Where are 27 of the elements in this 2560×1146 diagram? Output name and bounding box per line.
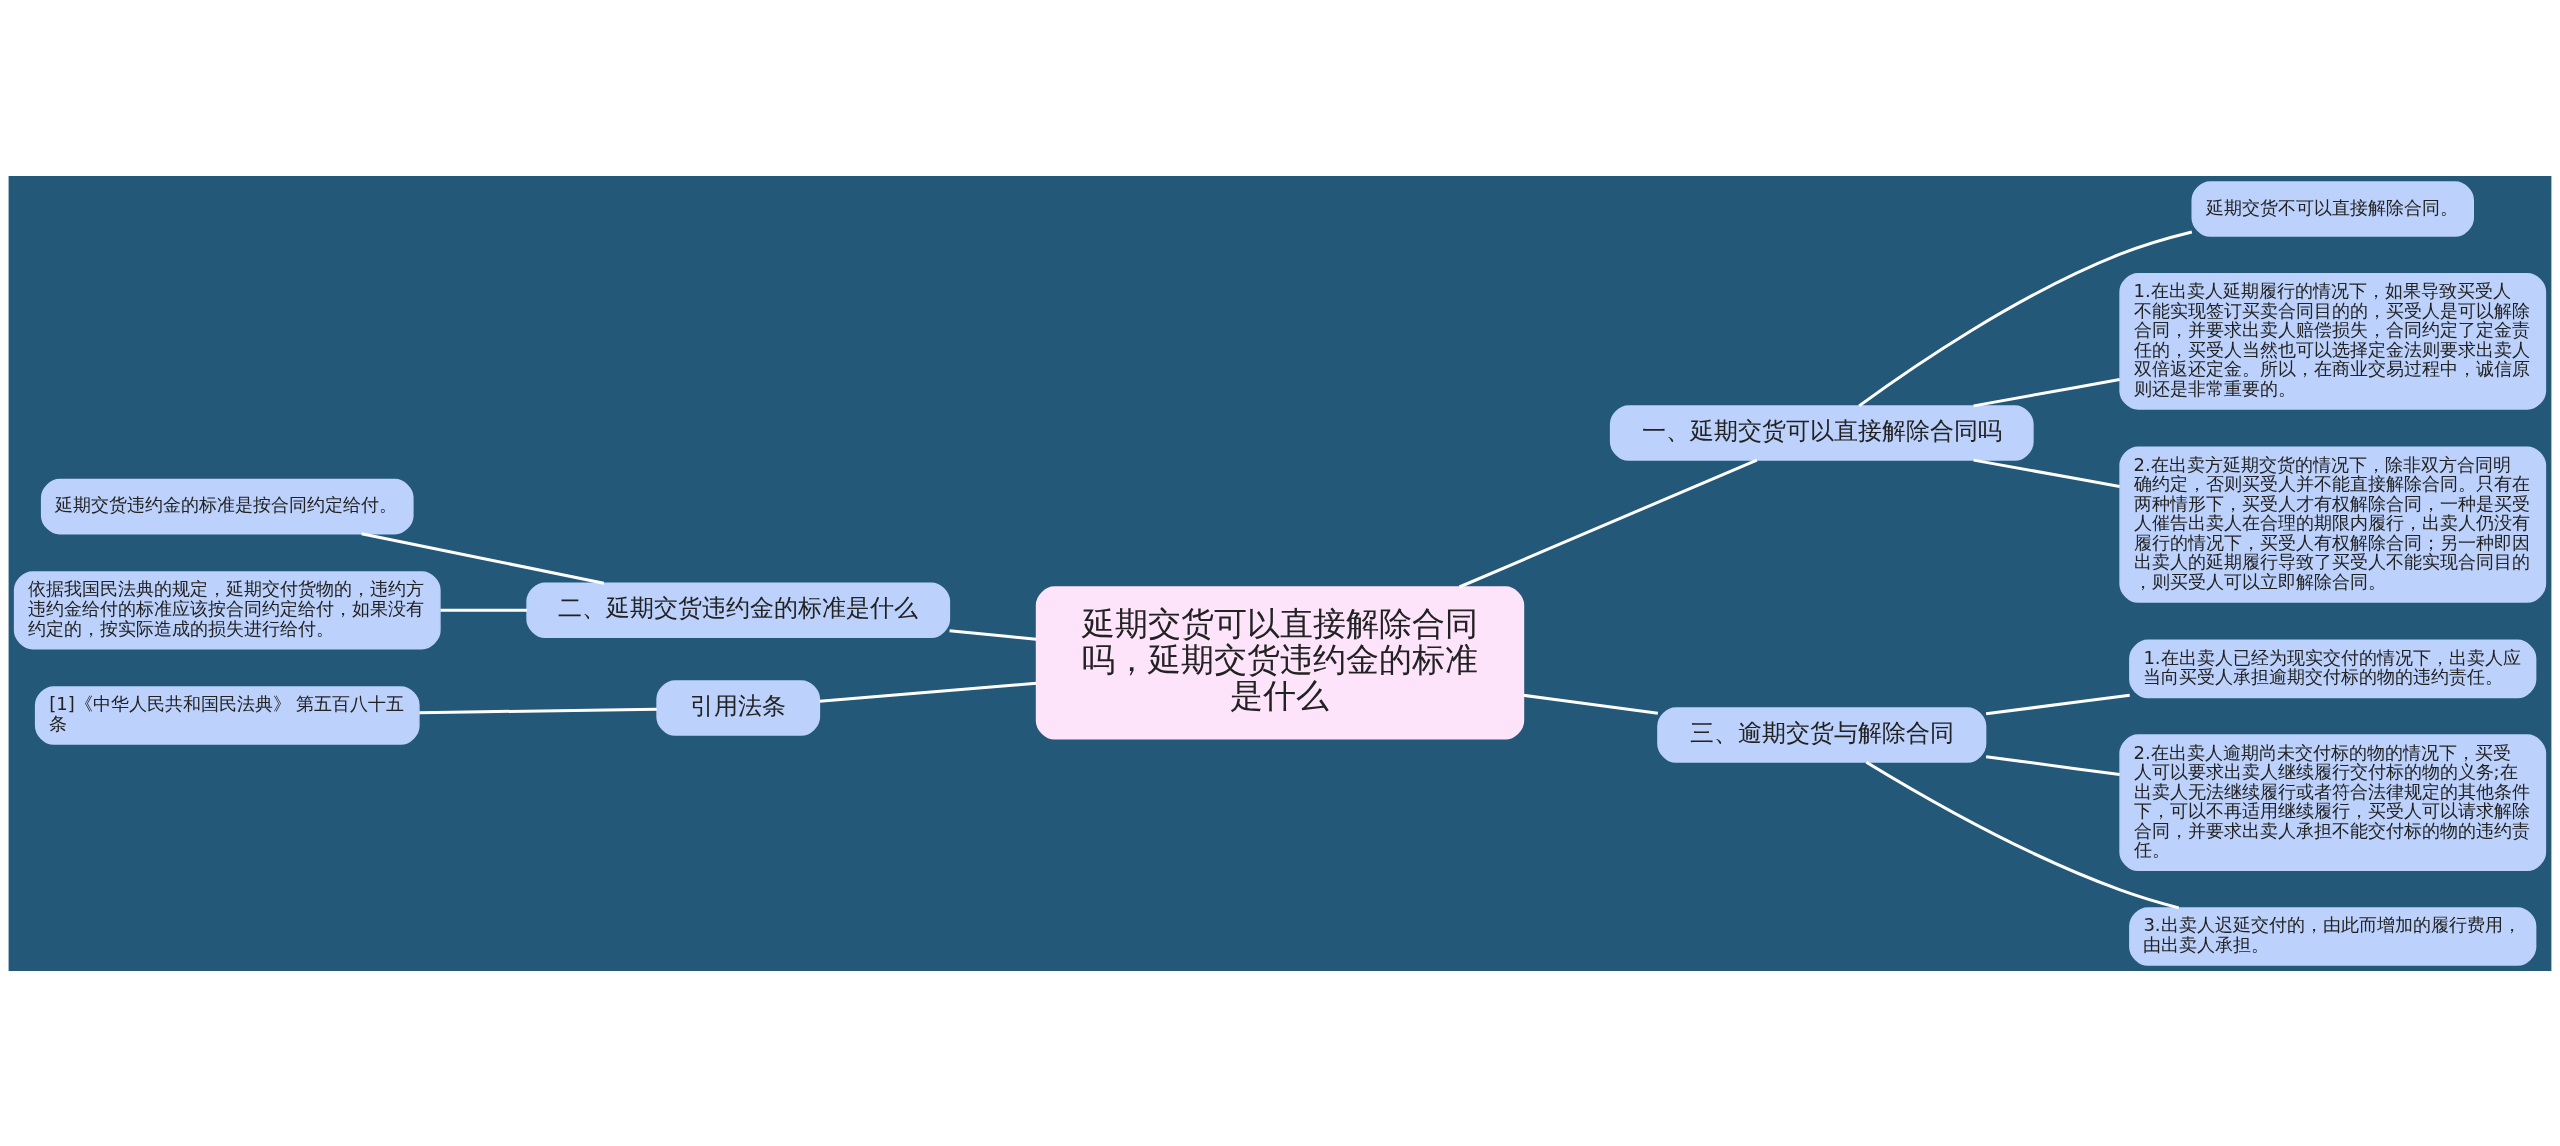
node-box: 二、延期交货违约金的标准是什么 bbox=[526, 582, 951, 638]
node-box: 2.在出卖方延期交货的情况下，除非双方合同明确约定，否则买受人并不能直接解除合同。只有在两种情形下，买受人才有权解除合同，一种是买受人催告出卖人在合理的期限内履行，出卖人仍没有履行的情况下，买受人有权解除合同；另一种即因出卖人的延期履行导致了买受人不能实现合同目的，则买受人可以立即解除合同。 bbox=[2119, 446, 2547, 603]
connector bbox=[819, 681, 1037, 703]
connector bbox=[419, 707, 657, 714]
connector bbox=[1858, 230, 2193, 407]
node-box: 延期交货不可以直接解除合同。 bbox=[2191, 180, 2474, 237]
node-box: 引用法条 bbox=[656, 679, 821, 736]
node-box: [1]《中华人民共和国民法典》 第五百八十五条 bbox=[34, 685, 420, 745]
connector bbox=[1523, 693, 1659, 715]
node-box: 延期交货违约金的标准是按合同约定给付。 bbox=[40, 478, 414, 534]
connector bbox=[440, 608, 527, 612]
node-box: 依据我国民法典的规定，延期交付货物的，违约方违约金给付的标准应该按合同约定给付，如果没有约定的，按实际造成的损失进行给付。 bbox=[13, 570, 441, 649]
connector bbox=[1458, 458, 1758, 588]
connector bbox=[361, 531, 605, 585]
node-box: 1.在出卖人延期履行的情况下，如果导致买受人不能实现签订买卖合同目的的，买受人是可以解除合同，并要求出卖人赔偿损失，合同约定了定金责任的，买受人当然也可以选择定金法则要求出卖人双倍返还定金。所以，在商业交易过程中，诚信原则还是非常重要的。 bbox=[2119, 272, 2547, 410]
connector bbox=[1973, 377, 2120, 407]
node-box: 1.在出卖人已经为现实交付的情况下，出卖人应当向买受人承担逾期交付标的物的违约责任。 bbox=[2129, 639, 2537, 698]
node-box: 延期交货可以直接解除合同吗，延期交货违约金的标准是什么 bbox=[1035, 585, 1525, 740]
connector bbox=[1985, 754, 2120, 776]
node-box: 三、逾期交货与解除合同 bbox=[1657, 706, 1987, 763]
node-box: 一、延期交货可以直接解除合同吗 bbox=[1609, 404, 2034, 461]
node-box: 2.在出卖人逾期尚未交付标的物的情况下，买受人可以要求出卖人继续履行交付标的物的义务;在出卖人无法继续履行或者符合法律规定的其他条件下，可以不再适用继续履行，买受人可以请求解除合同，并要求出卖人承担不能交付标的物的违约责任。 bbox=[2119, 733, 2547, 871]
connector bbox=[949, 628, 1037, 641]
connector bbox=[1973, 458, 2120, 488]
node-box: 3.出卖人迟延交付的，由此而增加的履行费用，由出卖人承担。 bbox=[2129, 906, 2537, 966]
connector bbox=[1865, 760, 2180, 909]
connector bbox=[1985, 693, 2130, 715]
